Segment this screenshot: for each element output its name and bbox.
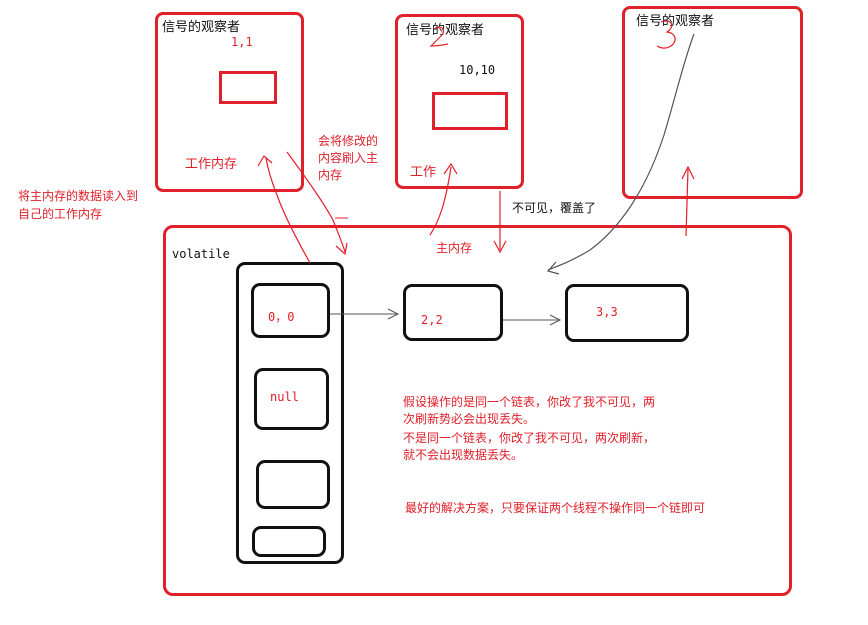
observer-1-work-cell <box>219 71 277 104</box>
observer-box-1 <box>155 12 304 192</box>
observer-1-work-label: 工作内存 <box>185 157 238 172</box>
observer-2-title: 信号的观察者 <box>406 23 485 38</box>
invisible-annotation: 不可见，覆盖了 <box>512 201 597 215</box>
arrow-slot-to-node1 <box>330 308 400 320</box>
array-column <box>236 262 344 564</box>
array-slot-2 <box>256 460 330 509</box>
observer-box-3 <box>622 6 803 199</box>
chain-node-1-value: 2,2 <box>421 313 443 327</box>
array-slot-1-value: null <box>270 390 299 404</box>
note-same-chain: 假设操作的是同一个链表，你改了我不可见，两次刷新势必会出现丢失。 <box>403 395 656 426</box>
main-memory-annotation: 主内存 <box>436 241 473 255</box>
arrow-read-into-observer3 <box>681 165 695 237</box>
arrow-flush-observer1 <box>286 151 348 256</box>
arrow-node1-to-node2 <box>503 314 562 326</box>
arrow-flush-observer2 <box>493 191 507 254</box>
array-slot-0 <box>251 283 330 338</box>
array-slot-3 <box>252 526 326 557</box>
read-into-annotation: 将主内存的数据读入到 自己的工作内存 <box>18 189 139 221</box>
observer-box-2 <box>395 14 524 189</box>
observer-2-work-label: 工作 <box>410 165 437 180</box>
observer-2-work-cell <box>432 92 508 130</box>
main-memory-box <box>163 225 792 596</box>
handwritten-3-mark <box>656 20 676 49</box>
flush-back-annotation: 会将修改的 内容刷入主 内存 <box>318 134 379 182</box>
array-slot-1 <box>254 368 329 430</box>
observer-3-title: 信号的观察者 <box>636 14 715 29</box>
arrow-overwrite-observer3 <box>546 33 695 275</box>
arrow-read-into-observer1 <box>257 155 311 264</box>
arrow-read-into-observer2 <box>429 162 458 236</box>
observer-1-title: 信号的观察者 <box>162 20 241 35</box>
volatile-label: volatile <box>172 247 230 261</box>
chain-node-1 <box>403 284 503 341</box>
observer-2-value: 10,10 <box>459 63 496 77</box>
chain-node-2-value: 3,3 <box>596 305 618 319</box>
handwritten-2-mark <box>429 26 449 47</box>
chain-node-2 <box>565 284 689 342</box>
note-best-solution: 最好的解决方案，只要保证两个线程不操作同一个链即可 <box>405 501 706 515</box>
note-different-chain: 不是同一个链表，你改了我不可见，两次刷新，就不会出现数据丢失。 <box>403 431 656 462</box>
observer-1-value: 1,1 <box>231 35 253 49</box>
array-slot-0-value: 0，0 <box>268 310 295 324</box>
